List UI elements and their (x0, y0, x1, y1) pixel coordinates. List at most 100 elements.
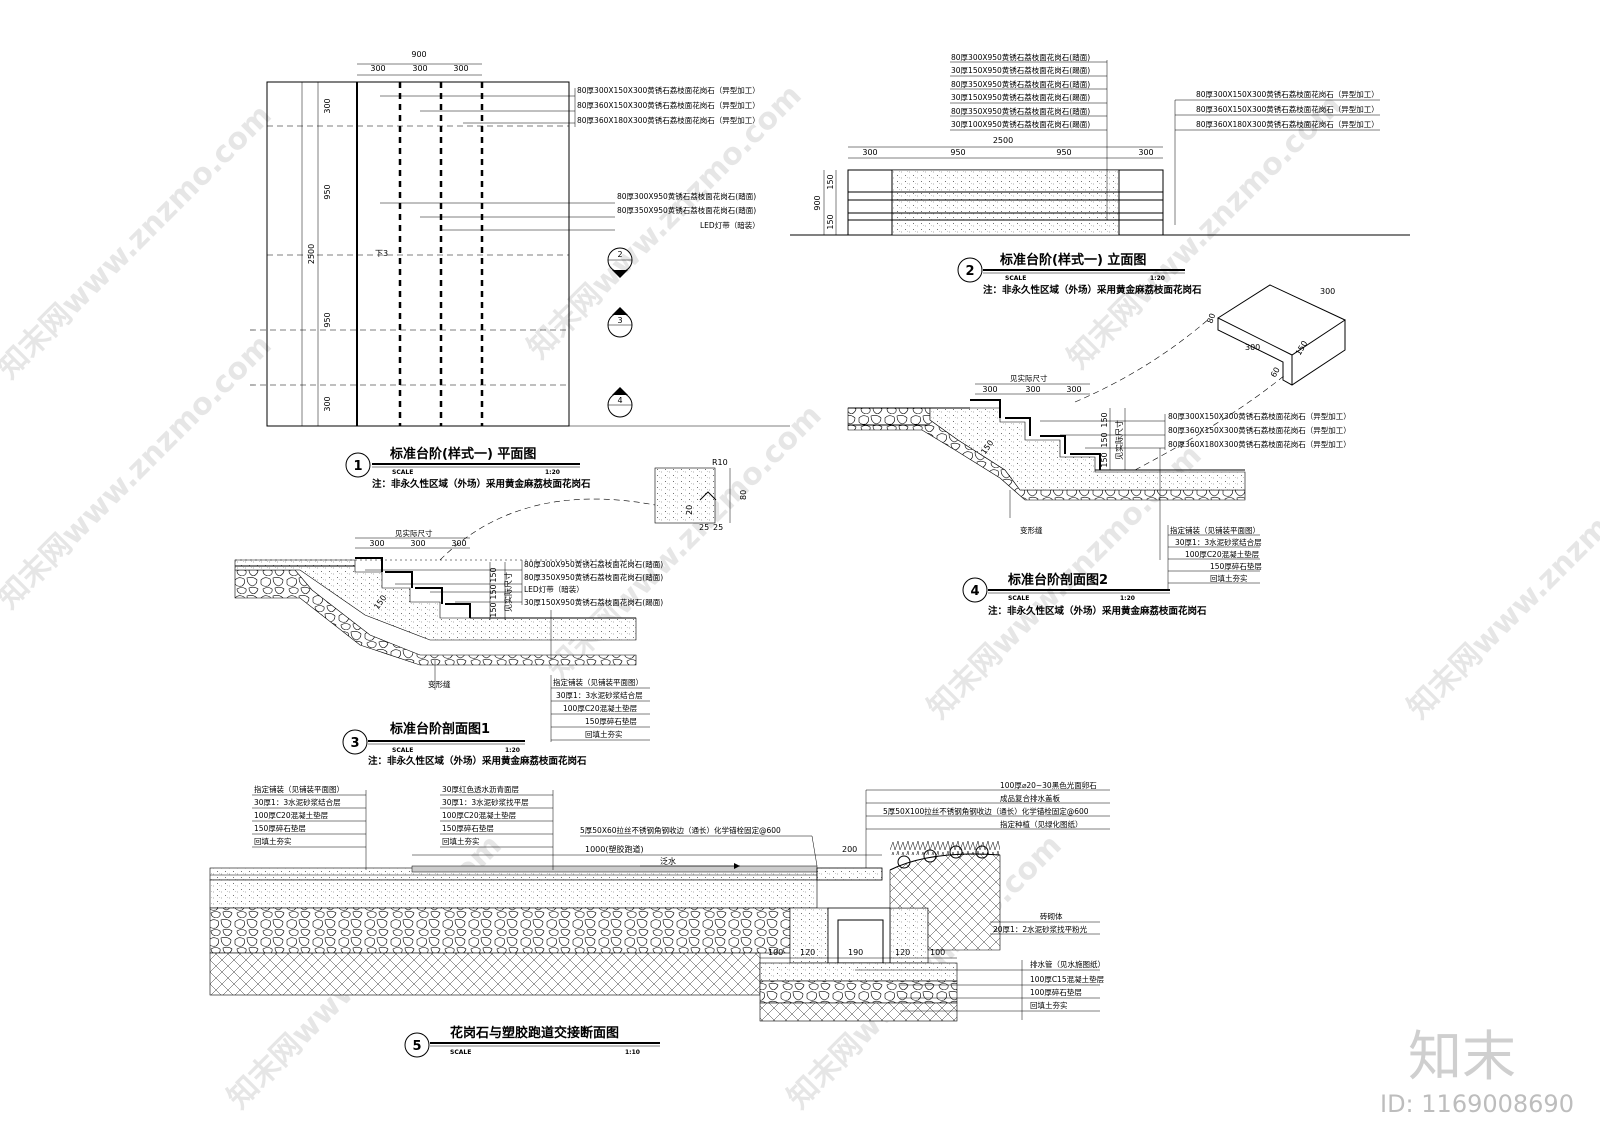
dim-label: 300 (369, 539, 384, 548)
dim-label: 300 (1066, 385, 1081, 394)
dim-label: 80 (1205, 312, 1217, 325)
drawing-title-3: 3 标准台阶剖面图1 SCALE 1:20 注：非永久性区域（外场）采用黄金麻荔… (342, 721, 587, 767)
dim-label: 60 (1269, 366, 1282, 379)
layer-label: 30厚1：3水泥砂浆结合层 (556, 690, 643, 700)
callouts-right-bottom: 排水管（见水施图纸） 100厚C15混凝土垫层 100厚碎石垫层 回填土夯实 (855, 959, 1105, 1020)
dim-label: 120 (800, 948, 815, 957)
dim-label: 300 (410, 539, 425, 548)
drawing-number: 4 (970, 584, 979, 599)
callout-label: 5厚50X60拉丝不锈钢角钢收边（通长）化学锚栓固定@600 (580, 825, 781, 835)
dim-label: 300 (453, 64, 468, 73)
scale-word: SCALE (1008, 595, 1029, 602)
dim-label: 2500 (993, 136, 1013, 145)
callout-label: 80厚360X180X300黄锈石荔枝面花岗石（异型加工） (577, 115, 760, 125)
dim-label: 150 (826, 174, 835, 189)
dim-label: 300 (451, 539, 466, 548)
callout-label: 30厚150X950黄锈石荔枝面花岗石(踢面) (524, 597, 663, 607)
callout-label: 回填土夯实 (1030, 1000, 1068, 1010)
dim-label: 2500 (307, 244, 316, 264)
watermark-text: 知末网www.znzmo.com (0, 98, 279, 386)
callout-label: 80厚300X150X300黄锈石荔枝面花岗石（异型加工） (1196, 89, 1379, 99)
dim-label: 300 (323, 98, 332, 113)
dim-label: 300 (1320, 287, 1335, 296)
layer-label: 指定铺装（见铺装平面图） (1170, 525, 1260, 535)
dim-label: 见实际尺寸 (395, 528, 433, 538)
dim-label: 150 (1100, 412, 1109, 427)
layer-label: 150厚碎石垫层 (585, 716, 637, 726)
section-mark: 3 (607, 307, 633, 338)
callouts-brick: 砖砌体 20厚1：2水泥砂浆找平粉光 (990, 911, 1100, 935)
layer-label: 30厚1：3水泥砂浆找平层 (442, 797, 529, 807)
dim-label: 950 (323, 184, 332, 199)
image-id-label: ID: 1169008690 (1380, 1090, 1574, 1118)
callout-label: 80厚360X180X300黄锈石荔枝面花岗石（异型加工） (1168, 439, 1351, 449)
drawing-title: 标准台阶剖面图2 (1007, 572, 1108, 588)
dim-label: 1000(塑胶跑道) (585, 844, 644, 854)
drawing-number: 3 (350, 736, 359, 751)
callout-label: 80厚300X150X300黄锈石荔枝面花岗石（异型加工） (577, 85, 760, 95)
dim-label: 120 (895, 948, 910, 957)
drawing-number: 1 (353, 459, 362, 474)
stone-block-isometric: 300 300 80 150 60 (1074, 284, 1347, 471)
slope-label: 泛水 (660, 856, 676, 866)
callout-label: 排水管（见水施图纸） (1030, 959, 1105, 969)
dim-label: 300 (862, 148, 877, 157)
dim-label: 100 (768, 948, 783, 957)
callout-label: 80厚360X180X300黄锈石荔枝面花岗石（异型加工） (1196, 119, 1379, 129)
watermark-text: 知末网www.znzmo.com (1401, 438, 1600, 726)
callout-label: 80厚360X150X300黄锈石荔枝面花岗石（异型加工） (1196, 104, 1379, 114)
drawing-note: 注：非永久性区域（外场）采用黄金麻荔枝面花岗石 (372, 478, 591, 490)
callout-label: 成品复合排水盖板 (1000, 793, 1060, 803)
dim-label: 950 (950, 148, 965, 157)
layer-callouts-left: 指定铺装（见铺装平面图） 30厚1：3水泥砂浆结合层 100厚C20混凝土垫层 … (252, 784, 367, 870)
dim-label: 300 (370, 64, 385, 73)
dim-label: 950 (1056, 148, 1071, 157)
callout-label: 80厚350X950黄锈石荔枝面花岗石(踏面) (617, 205, 756, 215)
layer-label: 指定铺装（见铺装平面图） (254, 784, 344, 794)
dim-label: 150 (1100, 432, 1109, 447)
layer-callouts: 指定铺装（见铺装平面图） 30厚1：3水泥砂浆结合层 100厚C20混凝土垫层 … (1167, 525, 1262, 590)
joint-label: 变形缝 (428, 679, 451, 689)
drawing-title: 标准台阶剖面图1 (389, 721, 490, 737)
plan-callouts: 80厚300X150X300黄锈石荔枝面花岗石（异型加工） 80厚360X150… (380, 85, 760, 231)
callout-label: 80厚350X950黄锈石荔枝面花岗石(踏面) (951, 106, 1090, 116)
dim-label: 300 (982, 385, 997, 394)
callout-label: 30厚150X950黄锈石荔枝面花岗石(踢面) (951, 92, 1090, 102)
watermark-text: 知末网www.znzmo.com (541, 398, 829, 686)
drawing-note: 注：非永久性区域（外场）采用黄金麻荔枝面花岗石 (983, 284, 1202, 296)
layer-label: 100厚C20混凝土垫层 (1185, 549, 1260, 559)
callout-label: 80厚360X150X300黄锈石荔枝面花岗石（异型加工） (1168, 425, 1351, 435)
scale-word: SCALE (450, 1049, 471, 1056)
drawing-number: 2 (965, 264, 974, 279)
callout-label: 100厚碎石垫层 (1030, 987, 1082, 997)
callouts-right-top: 100厚⌀20~30黑色光面卵石 成品复合排水盖板 5厚50X100拉丝不锈钢角… (865, 780, 1110, 868)
layer-label: 指定铺装（见铺装平面图） (553, 677, 643, 687)
section-2-drawing: 见实际尺寸 300 300 300 150 150 150 见实际尺寸 150 … (847, 373, 1351, 617)
layer-label: 30厚红色透水沥青面层 (442, 784, 520, 794)
drawing-title-1: 1 标准台阶(样式一) 平面图 SCALE 1:20 注：非永久性区域（外场）采… (345, 446, 591, 490)
dim-label: 100 (930, 948, 945, 957)
layer-label: 回填土夯实 (442, 836, 480, 846)
dim-label: 150 (489, 602, 498, 617)
dim-label: 300 (1138, 148, 1153, 157)
nosing-detail: R10 80 20 25 25 (654, 458, 748, 532)
elevation-drawing: 2500 300 950 950 300 900 150 150 80厚300X… (790, 52, 1410, 471)
scale-value: 1:20 (505, 747, 520, 754)
layer-label: 回填土夯实 (1210, 573, 1248, 583)
dim-label: R10 (712, 458, 728, 467)
callout-label: 100厚C15混凝土垫层 (1030, 974, 1105, 984)
callout-label: LED灯带（暗装） (524, 584, 584, 594)
drawing-title: 标准台阶(样式一) 平面图 (389, 446, 536, 462)
dim-label: 150 (1294, 339, 1309, 357)
layer-callouts-mid: 30厚红色透水沥青面层 30厚1：3水泥砂浆找平层 100厚C20混凝土垫层 1… (440, 784, 554, 870)
callout-label: 指定种植（见绿化图纸） (1000, 819, 1083, 829)
dim-label: 300 (412, 64, 427, 73)
dim-label: 200 (842, 845, 857, 854)
layer-label: 100厚C20混凝土垫层 (442, 810, 517, 820)
callout-label: 100厚⌀20~30黑色光面卵石 (1000, 780, 1097, 790)
junction-section-drawing: 1000(塑胶跑道) 200 泛水 5厚50X60拉丝不锈钢角钢收边（通长）化学… (209, 780, 1110, 1058)
scale-value: 1:20 (545, 469, 560, 476)
layer-label: 回填土夯实 (254, 836, 292, 846)
drawing-title: 花岗石与塑胶跑道交接断面图 (450, 1025, 619, 1041)
